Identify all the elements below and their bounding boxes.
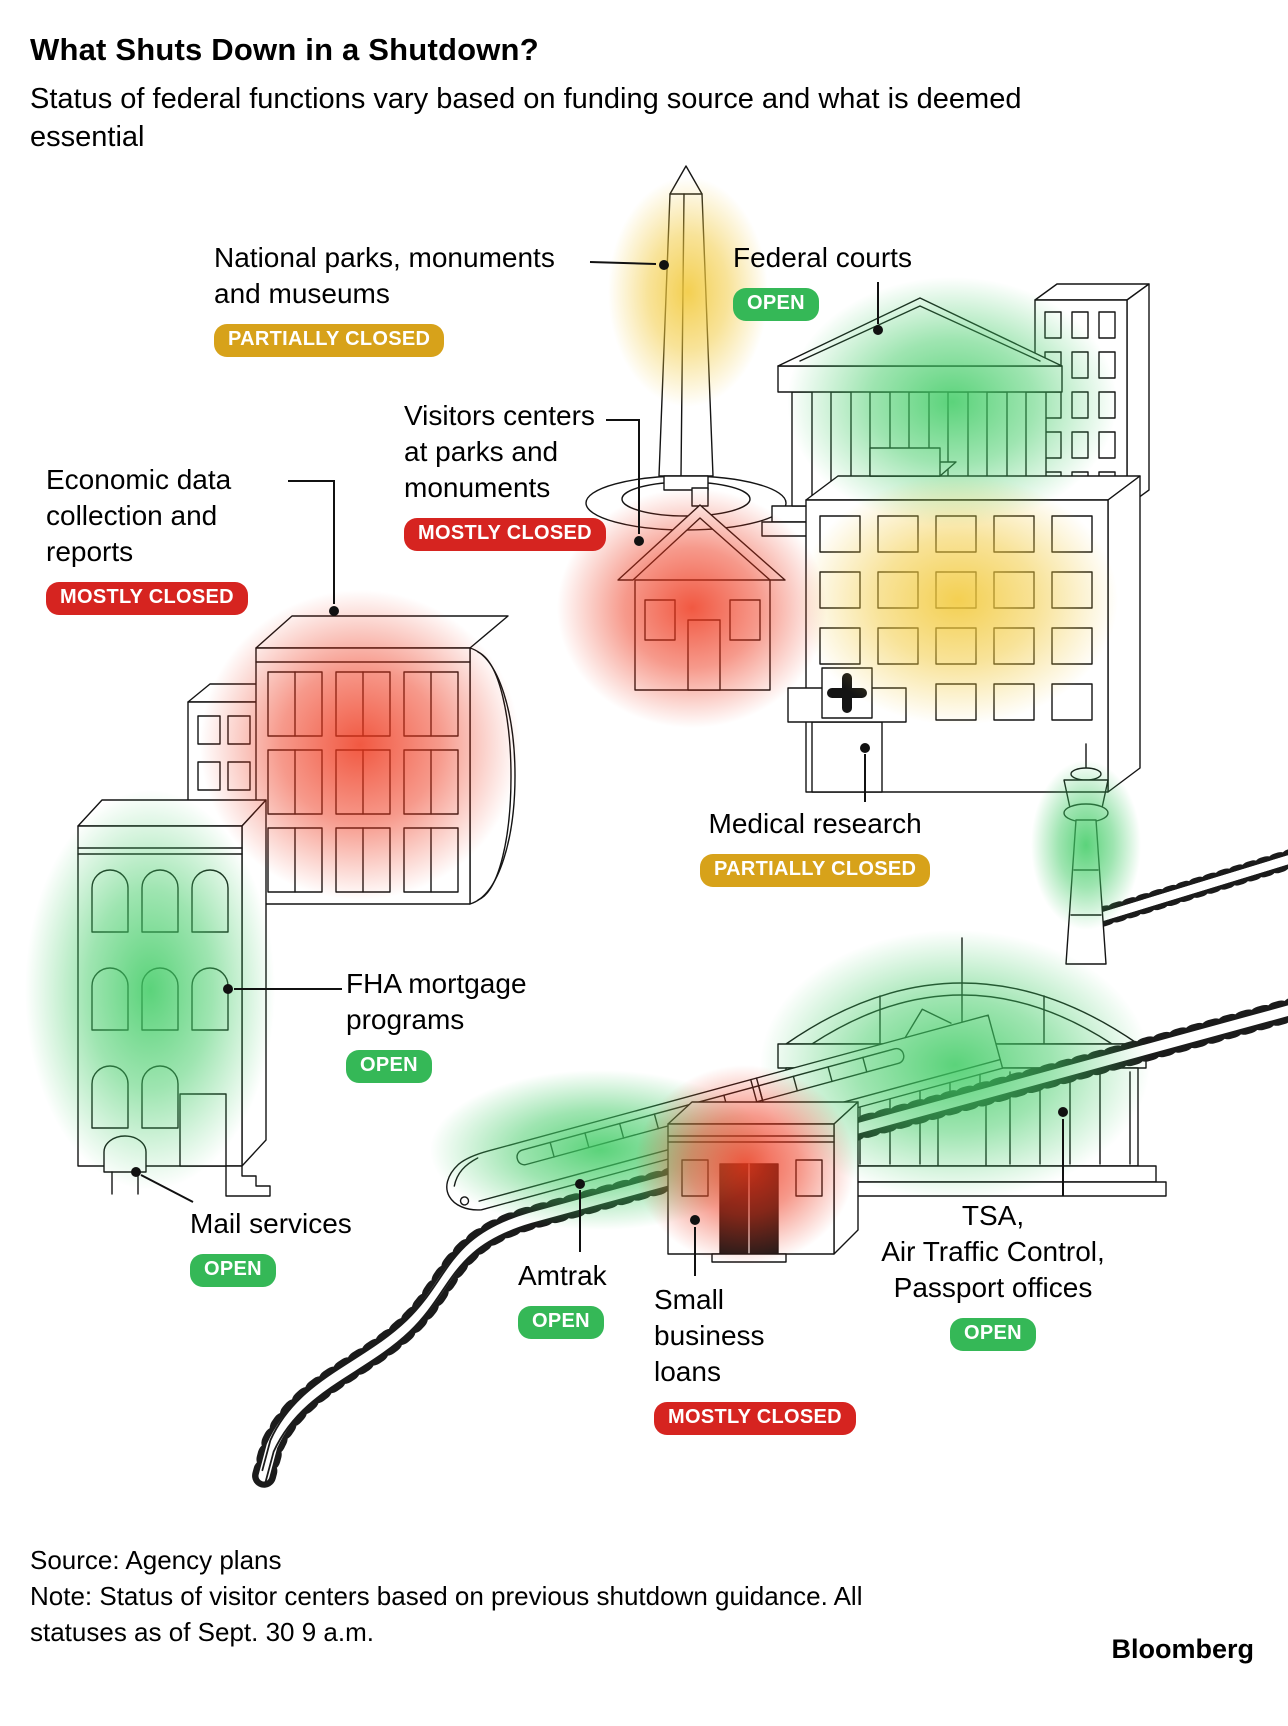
label-federal-courts: Federal courts: [733, 242, 912, 273]
status-badge-economic-data: MOSTLY CLOSED: [46, 582, 248, 615]
source-note: Source: Agency plans: [30, 1545, 282, 1575]
status-badge-small-business: MOSTLY CLOSED: [654, 1402, 856, 1435]
status-badge-tsa: OPEN: [950, 1318, 1036, 1351]
label-tsa: TSA, Air Traffic Control, Passport offic…: [881, 1200, 1105, 1303]
status-glows: [25, 177, 1150, 1265]
page-title: What Shuts Down in a Shutdown?: [30, 32, 539, 67]
label-medical-research: Medical research: [708, 808, 922, 839]
railroad-track-upper: [1088, 849, 1288, 928]
leader-lines: [140, 261, 1064, 1276]
label-small-business: Small business loans: [654, 1284, 765, 1387]
label-amtrak: Amtrak: [518, 1260, 607, 1291]
callout-amtrak: Amtrak OPEN: [518, 1258, 607, 1339]
callout-fha-mortgage: FHA mortgage programs OPEN: [346, 966, 527, 1083]
status-badge-medical-research: PARTIALLY CLOSED: [700, 854, 931, 887]
callout-federal-courts: Federal courts OPEN: [733, 240, 912, 321]
leader-dots: [131, 260, 1068, 1225]
callout-visitor-centers: Visitors centers at parks and monuments …: [404, 398, 606, 551]
page-subtitle: Status of federal functions vary based o…: [30, 83, 1022, 153]
status-badge-fha-mortgage: OPEN: [346, 1050, 432, 1083]
callout-tsa: TSA, Air Traffic Control, Passport offic…: [850, 1198, 1136, 1351]
label-mail-services: Mail services: [190, 1208, 352, 1239]
callout-national-parks: National parks, monuments and museums PA…: [214, 240, 555, 357]
methodology-note: Note: Status of visitor centers based on…: [30, 1581, 863, 1647]
status-badge-visitor-centers: MOSTLY CLOSED: [404, 518, 606, 551]
callout-economic-data: Economic data collection and reports MOS…: [46, 462, 248, 615]
callout-medical-research: Medical research PARTIALLY CLOSED: [700, 806, 931, 887]
label-national-parks: National parks, monuments and museums: [214, 242, 555, 309]
status-badge-national-parks: PARTIALLY CLOSED: [214, 324, 445, 357]
label-fha-mortgage: FHA mortgage programs: [346, 968, 527, 1035]
railroad-track: [252, 998, 1288, 1488]
callout-mail-services: Mail services OPEN: [190, 1206, 352, 1287]
callout-small-business: Small business loans MOSTLY CLOSED: [654, 1282, 856, 1435]
label-visitor-centers: Visitors centers at parks and monuments: [404, 400, 595, 503]
label-economic-data: Economic data collection and reports: [46, 464, 232, 567]
status-badge-amtrak: OPEN: [518, 1306, 604, 1339]
bloomberg-logo: Bloomberg: [1111, 1634, 1254, 1664]
status-badge-mail-services: OPEN: [190, 1254, 276, 1287]
status-badge-federal-courts: OPEN: [733, 288, 819, 321]
